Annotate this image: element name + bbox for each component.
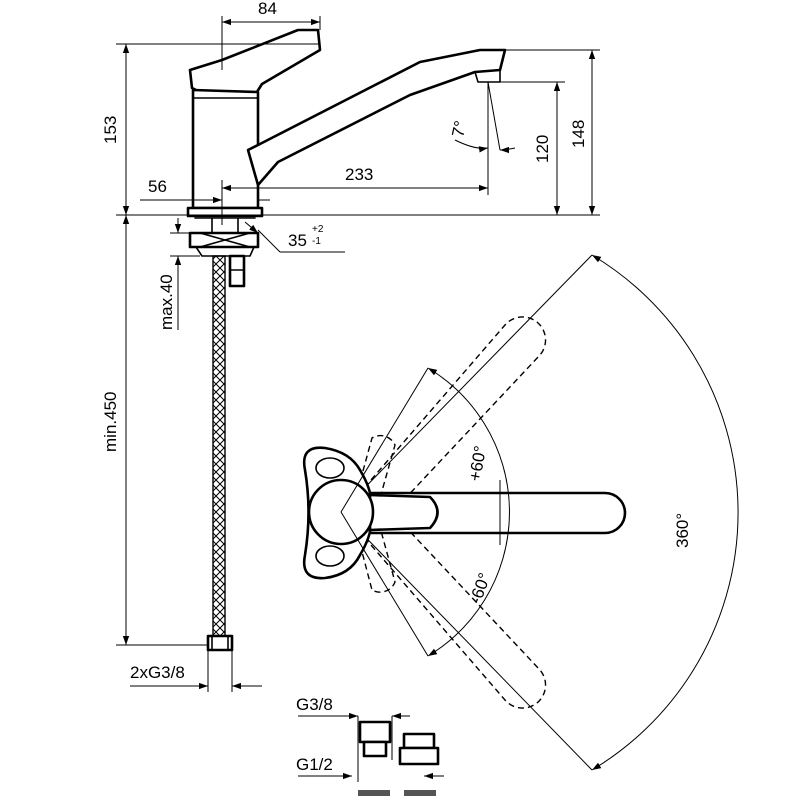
lever-handle bbox=[188, 28, 322, 97]
rotation-360-arc bbox=[591, 254, 739, 771]
dim-35-label: 35 bbox=[288, 231, 307, 250]
lever-top bbox=[368, 493, 439, 532]
dim-153-label: 153 bbox=[101, 116, 120, 144]
connector-g12 bbox=[402, 732, 436, 750]
dim-35-lower-tol: -1 bbox=[312, 236, 321, 247]
connector-detail bbox=[298, 712, 444, 796]
spout-ghost-upper bbox=[357, 316, 547, 521]
angle-minus60-label: -60° bbox=[466, 570, 495, 606]
hose-nut bbox=[206, 634, 234, 652]
spout-ghost-lower bbox=[357, 504, 547, 709]
thread-g38-label: G3/8 bbox=[296, 695, 333, 714]
lever-angle-arc bbox=[427, 367, 510, 657]
lever-ghost-upper bbox=[354, 434, 396, 506]
dim-56-label: 56 bbox=[148, 177, 167, 196]
thread-g12-label: G1/2 bbox=[296, 755, 333, 774]
faucet-side-view bbox=[186, 28, 507, 218]
faucet-plan-view bbox=[302, 254, 739, 771]
flexible-hose bbox=[206, 255, 234, 652]
thread-hose-label: 2xG3/8 bbox=[130, 663, 185, 682]
dim-min450-label: min.450 bbox=[101, 392, 120, 452]
dimension-lines bbox=[116, 16, 600, 692]
base-plate bbox=[186, 206, 264, 218]
dim-84-label: 84 bbox=[258, 0, 277, 18]
connector-g38 bbox=[358, 720, 392, 744]
dim-max40-label: max.40 bbox=[157, 274, 176, 330]
mounting-set bbox=[188, 217, 260, 288]
dim-7deg-label: 7° bbox=[448, 119, 470, 139]
dim-148-label: 148 bbox=[569, 120, 588, 148]
dim-35-upper-tol: +2 bbox=[312, 224, 324, 235]
dim-120-label: 120 bbox=[533, 135, 552, 163]
angle-plus60-label: +60° bbox=[465, 444, 490, 482]
dim-233-label: 233 bbox=[345, 165, 373, 184]
angle-360-label: 360° bbox=[673, 513, 692, 548]
lever-ghost-lower bbox=[354, 519, 396, 593]
